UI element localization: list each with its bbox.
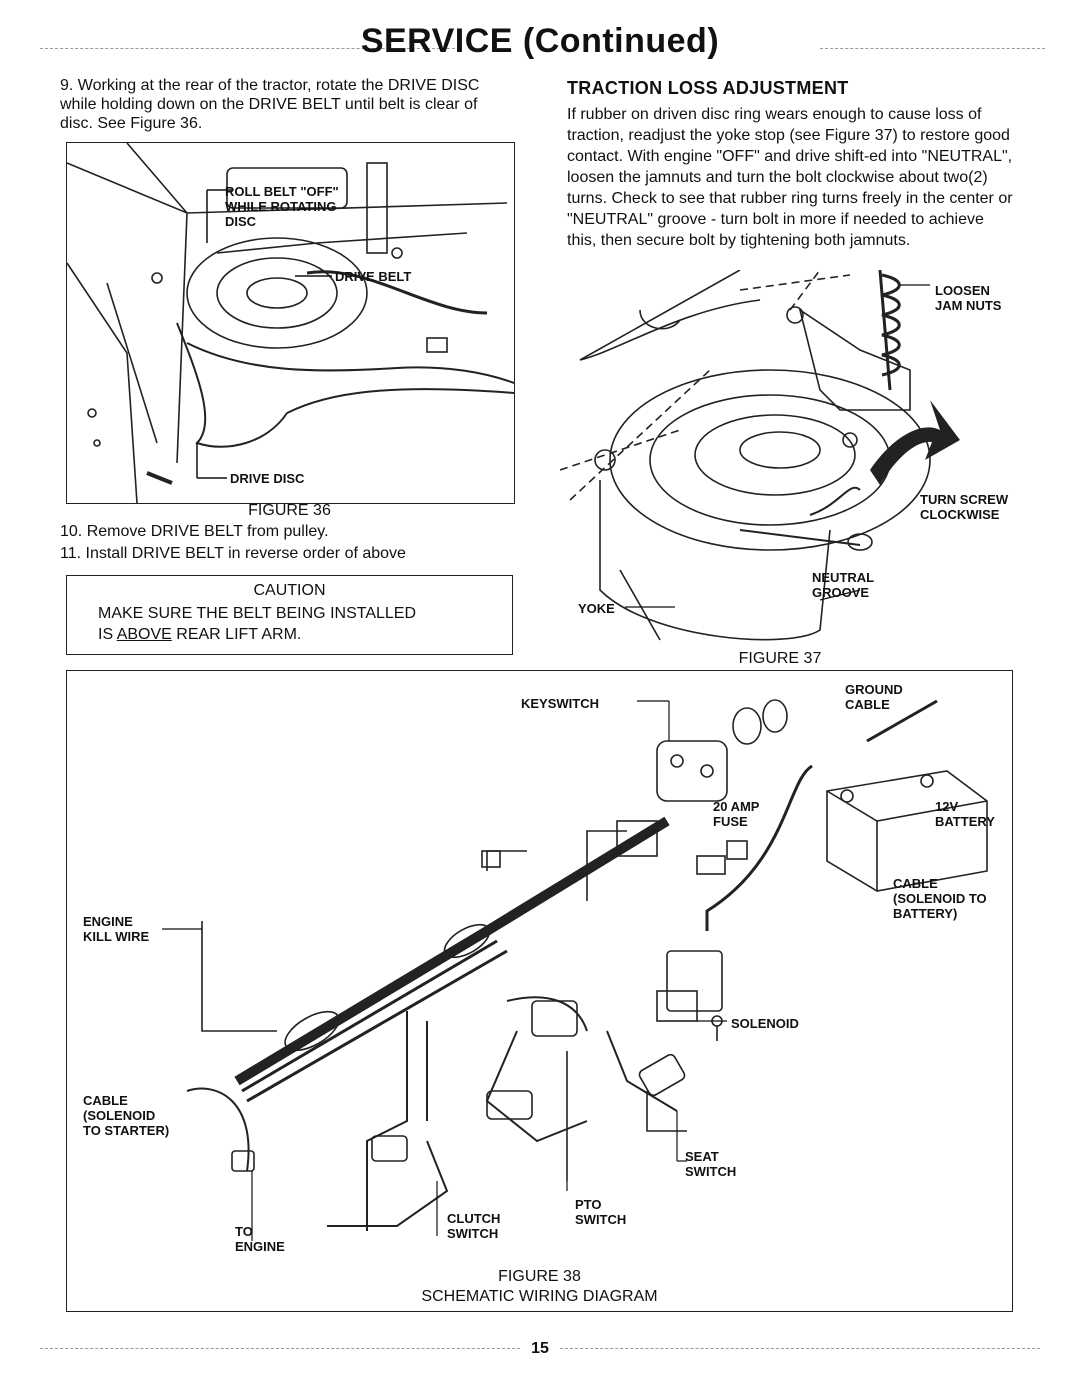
header-rule-left — [40, 48, 460, 49]
caution-line-2-prefix: IS — [98, 626, 117, 643]
figure-38-subtitle: SCHEMATIC WIRING DIAGRAM — [421, 1288, 658, 1305]
figure-37-illustration — [560, 270, 960, 641]
figure-36-frame: ROLL BELT "OFF" WHILE ROTATING DISC DRIV… — [66, 142, 515, 504]
footer-rule-right — [560, 1348, 1040, 1349]
caution-line-2-suffix: REAR LIFT ARM. — [171, 626, 302, 643]
caution-title: CAUTION — [253, 582, 326, 599]
label-cable-solenoid-to-starter: CABLE (SOLENOID TO STARTER) — [83, 1093, 170, 1138]
label-drive-belt: DRIVE BELT — [335, 269, 412, 284]
label-12v-battery: 12V BATTERY — [935, 799, 995, 829]
page-number: 15 — [531, 1340, 549, 1357]
traction-body: If rubber on driven disc ring wears enou… — [567, 106, 1013, 249]
figure-36-caption: FIGURE 36 — [248, 502, 331, 519]
label-roll-belt-off: ROLL BELT "OFF" WHILE ROTATING DISC — [225, 184, 339, 229]
label-loosen-jam-nuts: LOOSEN JAM NUTS — [935, 283, 1002, 313]
caution-line-1: MAKE SURE THE BELT BEING INSTALLED — [98, 605, 417, 622]
step-9: 9. Working at the rear of the tractor, r… — [60, 77, 480, 132]
caution-line-2: IS ABOVE REAR LIFT ARM. — [98, 624, 508, 645]
page-title: SERVICE (Continued) — [360, 22, 720, 60]
figure-36-illustration — [67, 143, 514, 503]
label-20-amp-fuse: 20 AMP FUSE — [713, 799, 760, 829]
figure-37-caption: FIGURE 37 — [738, 650, 822, 667]
figure-38-wiring-illustration — [162, 699, 988, 1241]
label-cable-solenoid-to-battery: CABLE (SOLENOID TO BATTERY) — [893, 876, 987, 921]
label-ground-cable: GROUND CABLE — [845, 682, 903, 712]
label-drive-disc: DRIVE DISC — [230, 471, 305, 486]
traction-heading: TRACTION LOSS ADJUSTMENT — [567, 78, 849, 98]
figure-38-caption: FIGURE 38 — [498, 1268, 581, 1285]
footer-rule-left — [40, 1348, 520, 1349]
label-neutral-groove: NEUTRAL GROOVE — [812, 570, 875, 600]
header-rule-right — [820, 48, 1045, 49]
label-yoke: YOKE — [578, 601, 615, 616]
label-engine-kill-wire: ENGINE KILL WIRE — [83, 914, 150, 944]
turn-clockwise-arrow — [870, 400, 960, 485]
label-turn-screw-clockwise: TURN SCREW CLOCKWISE — [920, 492, 1009, 522]
step-11: 11. Install DRIVE BELT in reverse order … — [60, 545, 406, 562]
label-to-engine: TO ENGINE — [235, 1224, 285, 1254]
caution-box: CAUTION MAKE SURE THE BELT BEING INSTALL… — [66, 575, 513, 655]
label-clutch-switch: CLUTCH SWITCH — [447, 1211, 501, 1241]
spring-icon — [881, 273, 901, 377]
label-pto-switch: PTO SWITCH — [575, 1197, 627, 1227]
label-seat-switch: SEAT SWITCH — [685, 1149, 737, 1179]
step-10: 10. Remove DRIVE BELT from pulley. — [60, 523, 329, 540]
figure-38-frame: KEYSWITCH GROUND CABLE 20 AMP FUSE 12V B… — [66, 670, 1013, 1312]
label-solenoid: SOLENOID — [731, 1016, 799, 1031]
label-keyswitch: KEYSWITCH — [521, 696, 599, 711]
caution-above-emphasis: ABOVE — [116, 626, 172, 643]
